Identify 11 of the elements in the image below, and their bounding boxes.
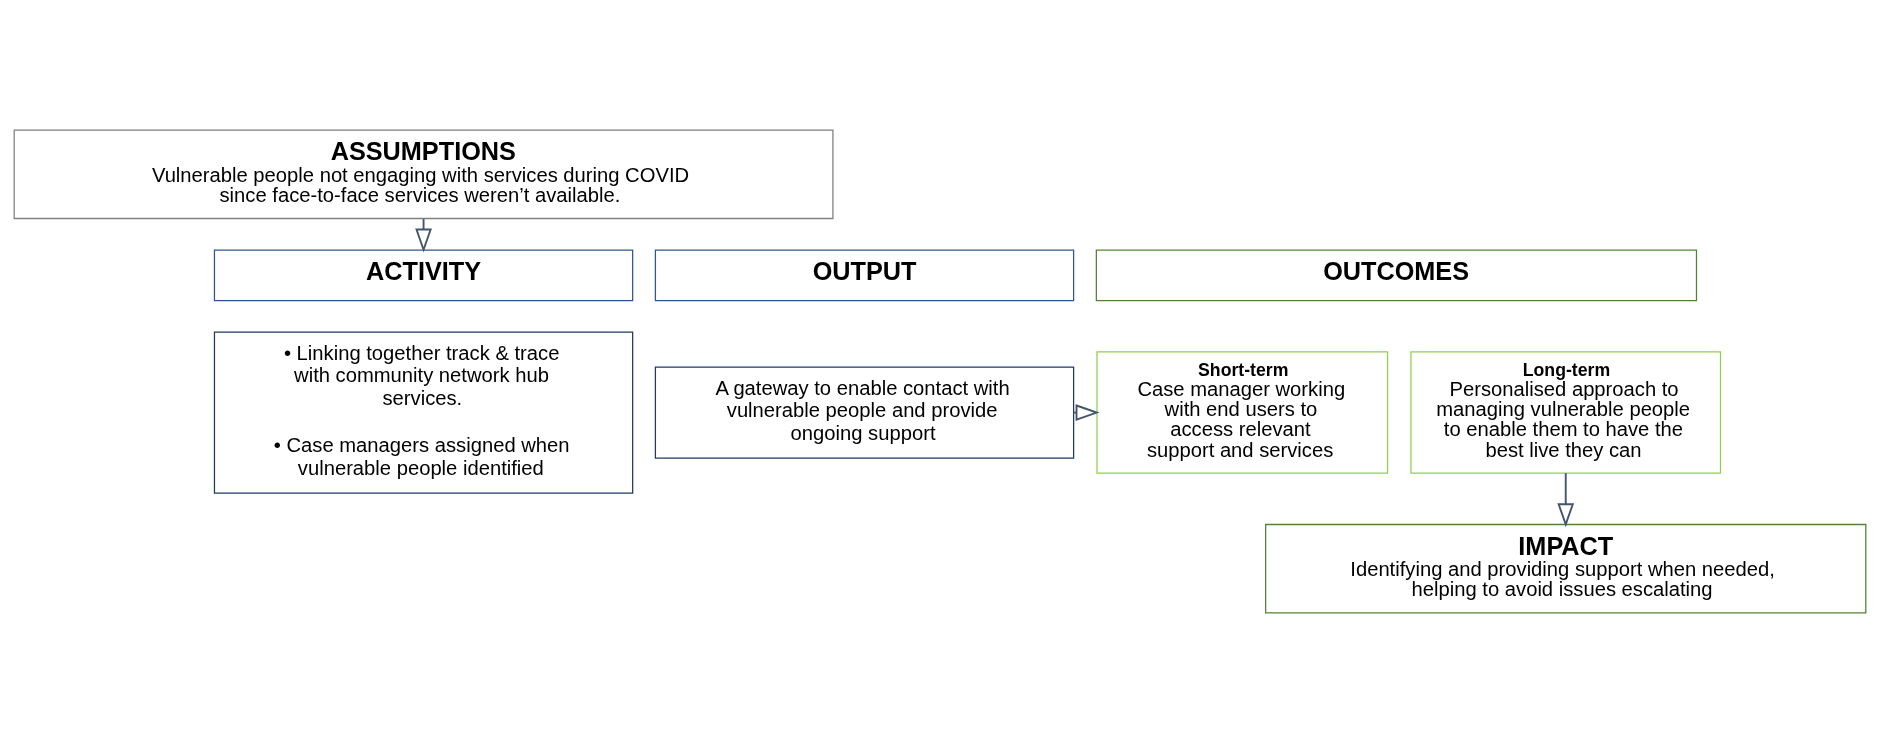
node-box: ACTIVITY bbox=[213, 248, 634, 301]
node-box: Short-term Case manager working with end users to access relevant support and services bbox=[1096, 350, 1389, 474]
node-box: IMPACT Identifying and providing support when needed, helping to avoid issues escalating bbox=[1265, 523, 1867, 614]
arrow bbox=[415, 217, 432, 253]
node-box: A gateway to enable contact with vulnerable people and provide ongoing support bbox=[654, 365, 1075, 459]
node-box: OUTCOMES bbox=[1095, 248, 1698, 301]
node-box: • Linking together track & trace with community network hub services. • Case managers assigned when vulnerable people identified bbox=[213, 330, 634, 494]
node-box: Long-term Personalised approach to managing vulnerable people to enable them to have the best live they can bbox=[1410, 350, 1722, 474]
arrow bbox=[1557, 471, 1575, 527]
node-box: ASSUMPTIONS Vulnerable people not engaging with services during COVID since face-to-face services weren’t available. bbox=[13, 128, 834, 219]
node-box: OUTPUT bbox=[654, 248, 1075, 301]
